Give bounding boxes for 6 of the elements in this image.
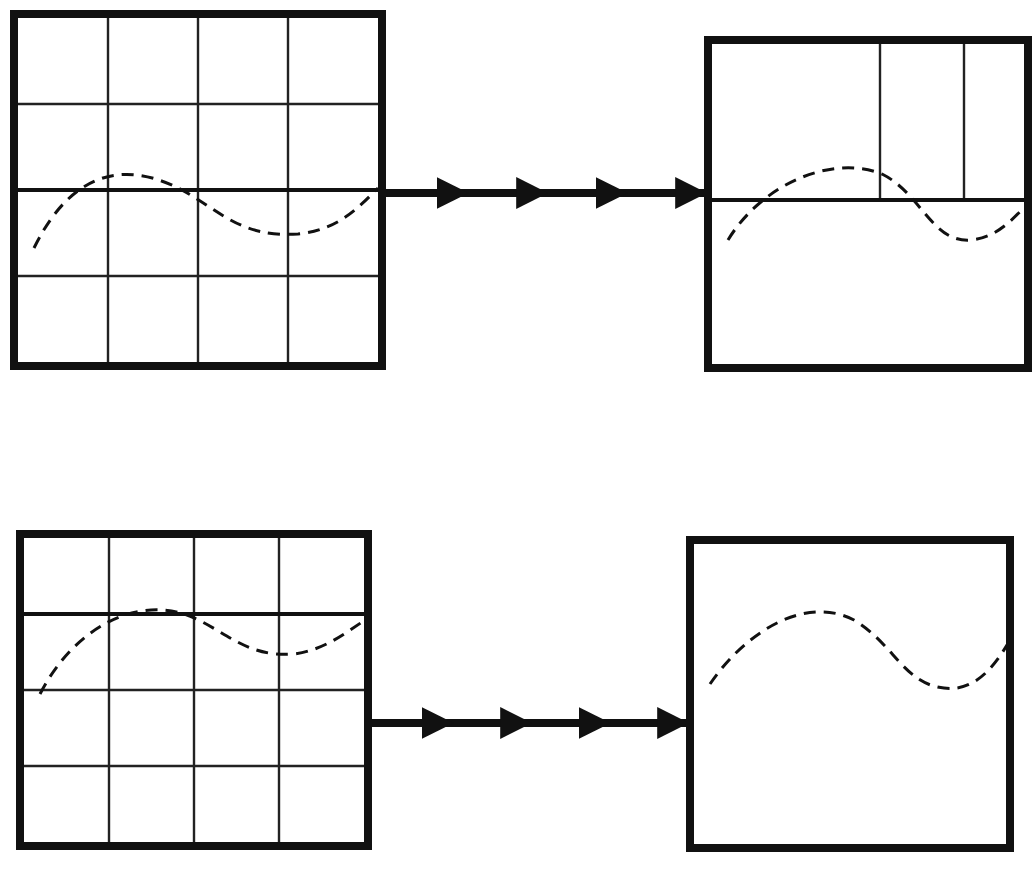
grid-drawing: [16, 530, 372, 850]
grid-drawing: [10, 10, 386, 370]
grid-drawing: [704, 36, 1032, 372]
grid-drawing: [686, 536, 1014, 852]
arrow: [386, 177, 704, 209]
arrow: [372, 707, 686, 739]
